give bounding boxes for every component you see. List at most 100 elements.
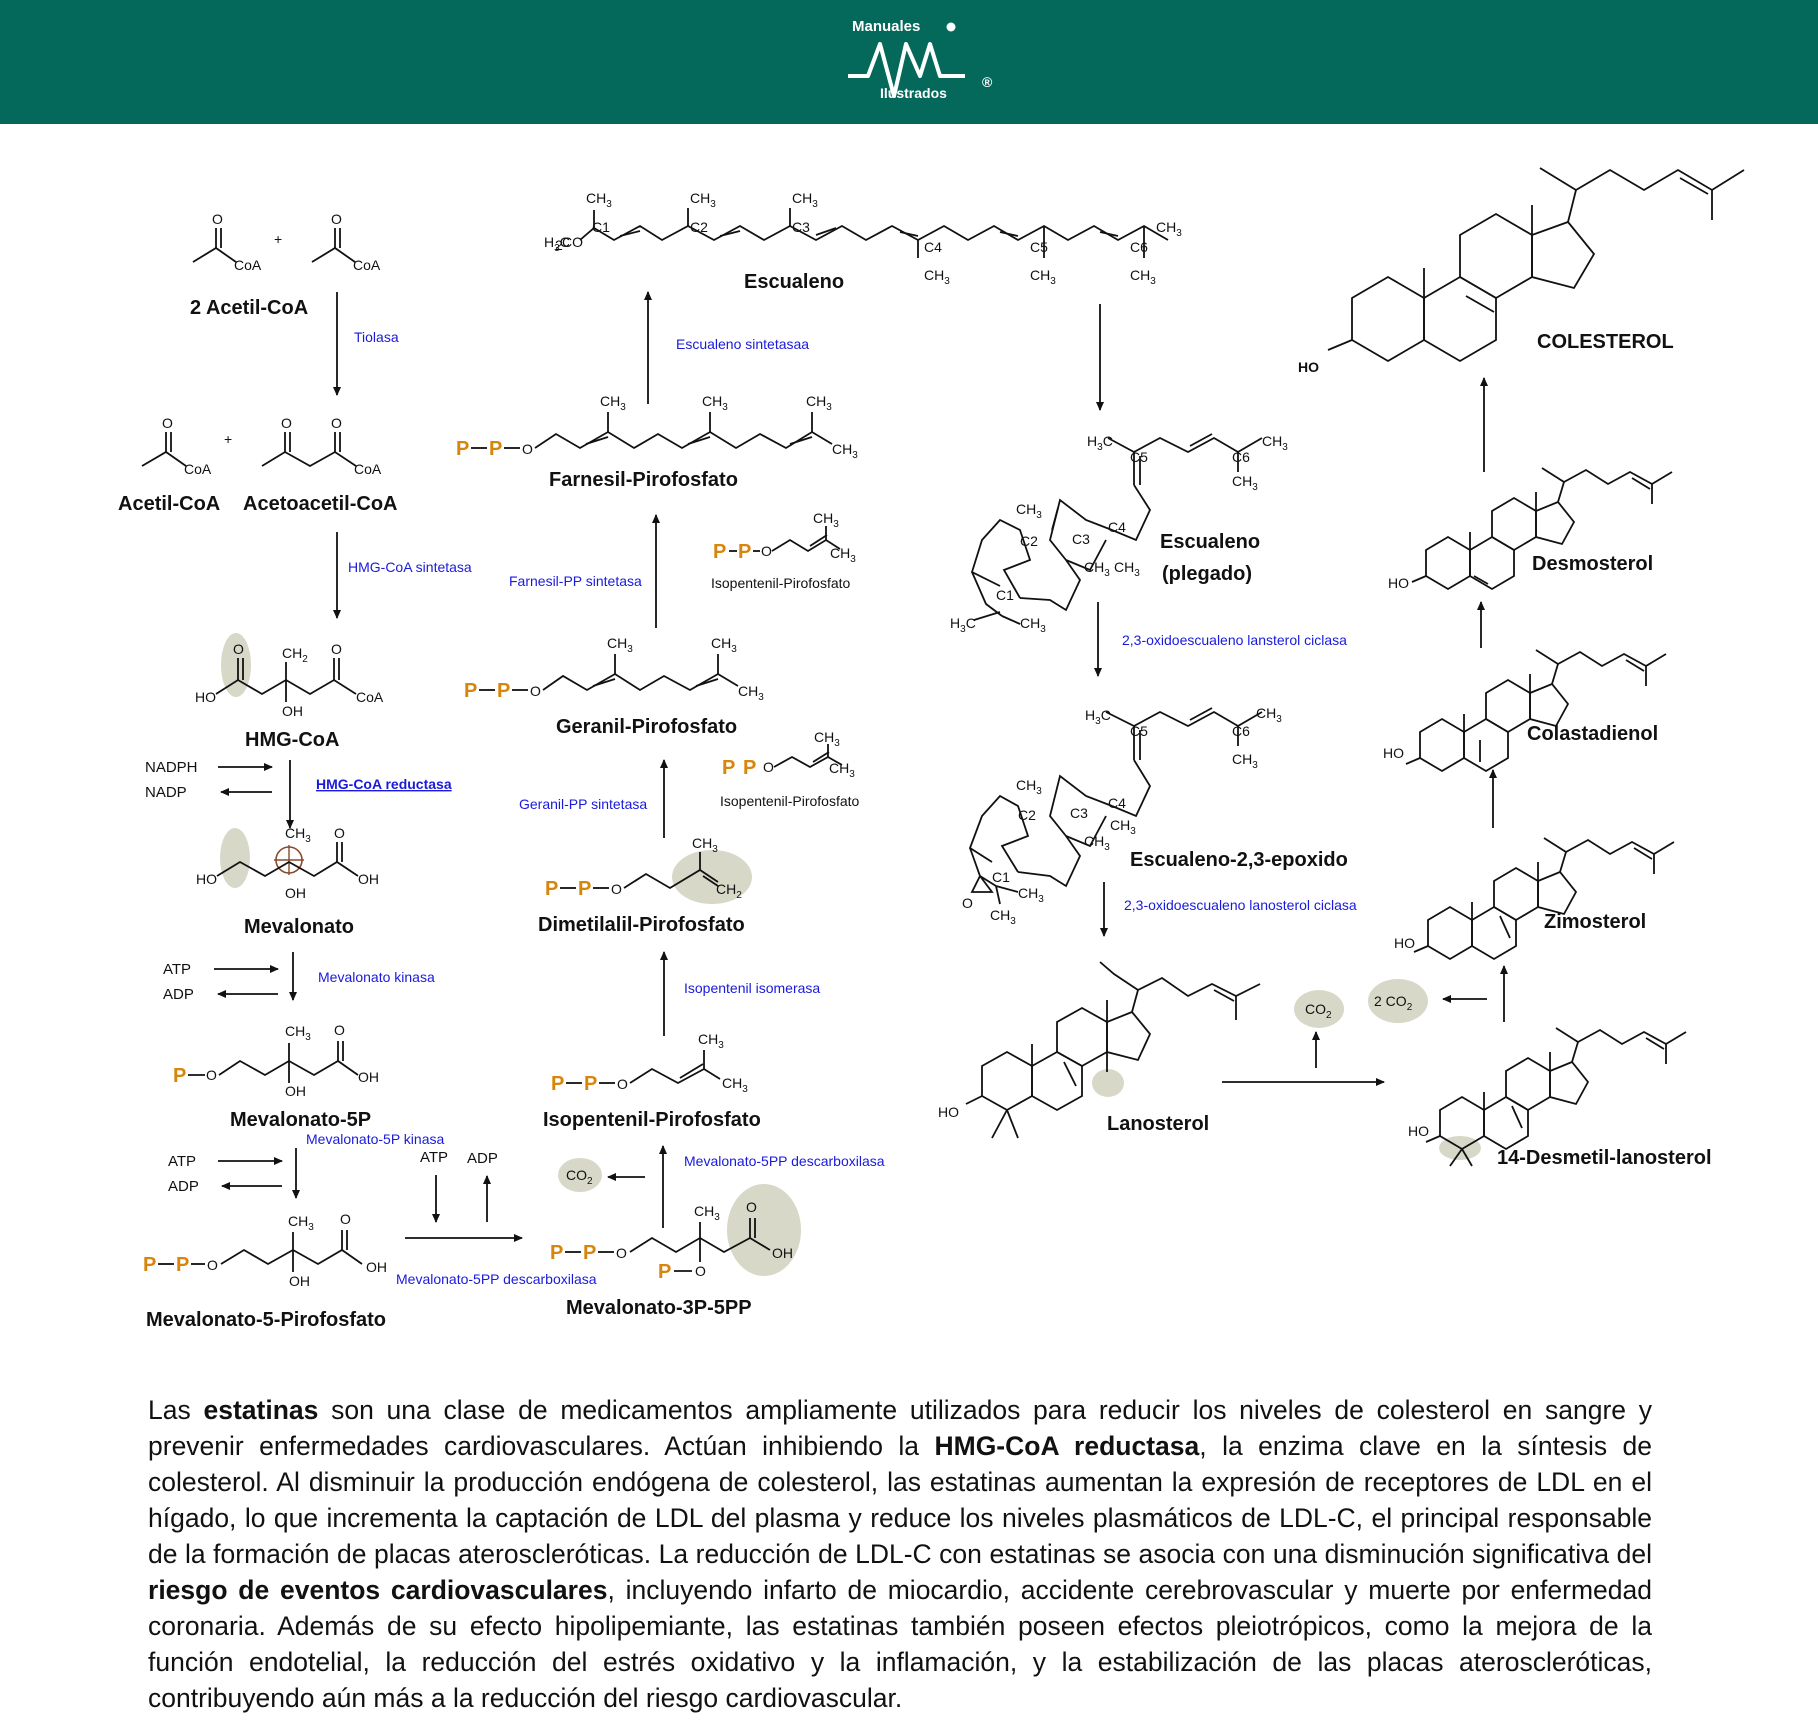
phosphate-p: P xyxy=(173,1065,186,1087)
atom-c4: C4 xyxy=(1108,795,1126,811)
atom-ch3: CH3 xyxy=(1084,833,1110,853)
epoxido-structure: H3C CH3 CH3 O CH3 CH3 CH3 CH3 CH3 C2 C3 … xyxy=(962,705,1282,927)
atom-oh: OH xyxy=(358,871,379,887)
phosphate-p: P xyxy=(489,438,502,460)
colesterol-structure: HO xyxy=(1298,167,1745,375)
atom-ch3: CH3 xyxy=(832,441,858,461)
phosphate-p: P xyxy=(497,680,510,702)
compound-2-acetil-coa: 2 Acetil-CoA xyxy=(190,297,308,319)
atom-ch3: CH2 xyxy=(282,645,308,665)
phosphate-p: P xyxy=(743,757,756,779)
enzyme-tiolasa: Tiolasa xyxy=(354,329,399,345)
label-isopentenil-pirofosfato-small: Isopentenil-Pirofosfato xyxy=(720,793,860,809)
zimosterol-structure: HO xyxy=(1394,837,1675,961)
isopentenil-pp-structure: P P O CH3 CH3 xyxy=(551,1031,748,1095)
phosphate-p: P xyxy=(464,680,477,702)
enzyme-mevalonato-5pp-descarboxilasa: Mevalonato-5PP descarboxilasa xyxy=(396,1271,597,1287)
atom-oh: OH xyxy=(285,1083,306,1099)
enzyme-hmg-coa-reductasa: HMG-CoA reductasa xyxy=(316,776,452,792)
hmg-coa-structure: O O HO CH2 OH CoA xyxy=(195,633,384,719)
atom-ho: HO xyxy=(1408,1123,1429,1139)
atom-o: O xyxy=(522,441,533,457)
mevalonato-5pp-structure: P P O O CH3 OH OH xyxy=(143,1211,387,1289)
phosphate-p: P xyxy=(545,878,558,900)
atom-ch3: CH3 xyxy=(1232,751,1258,771)
phosphate-p: P xyxy=(738,541,751,563)
atom-o: O xyxy=(334,825,345,841)
compound-escualeno: Escualeno xyxy=(744,271,844,293)
compound-escualeno-epoxido: Escualeno-2,3-epoxido xyxy=(1130,849,1348,871)
enzyme-mevalonato-5p-kinasa: Mevalonato-5P kinasa xyxy=(306,1131,444,1147)
phosphate-p: P xyxy=(578,878,591,900)
cofactor-nadph: NADPH xyxy=(145,759,198,776)
enzyme-geranil-pp-sintetasa: Geranil-PP sintetasa xyxy=(519,796,647,812)
ipp-small-structure: P P O CH3 CH3 xyxy=(722,729,855,780)
enzyme-mevalonato-5pp-descarboxilasa-2: Mevalonato-5PP descarboxilasa xyxy=(684,1153,885,1169)
colastadienol-structure: HO xyxy=(1383,649,1667,773)
atom-o: O xyxy=(746,1199,757,1215)
para-bold-hmg-coa-reductasa: HMG-CoA reductasa xyxy=(934,1431,1200,1461)
atom-ch3: CH3 xyxy=(600,393,626,413)
atom-ch3: CH3 xyxy=(694,1203,720,1223)
atom-ch3: CH3 xyxy=(722,1075,748,1095)
compound-geranil-pirofosfato: Geranil-Pirofosfato xyxy=(556,716,737,738)
atom-ch3: CH3 xyxy=(792,190,818,210)
cofactor-2co2: 2 CO2 xyxy=(1374,993,1413,1013)
label-isopentenil-pirofosfato-small: Isopentenil-Pirofosfato xyxy=(711,575,851,591)
compound-colesterol: COLESTEROL xyxy=(1537,331,1674,353)
escualeno-linear-structure: H3C 2 CO CH3 CH3 CH3 CH3 CH3 CH3 CH3 C1 … xyxy=(544,190,1182,287)
co2-bubble xyxy=(558,1158,602,1192)
logo-text-manuales: Manuales xyxy=(852,18,921,35)
compound-escualeno-plegado-line1: Escualeno xyxy=(1160,531,1260,553)
atom-coa: CoA xyxy=(234,257,262,273)
compound-zimosterol: Zimosterol xyxy=(1544,911,1646,933)
compound-dimetilalil-pirofosfato: Dimetilalil-Pirofosfato xyxy=(538,914,745,936)
atom-ch2: CH2 xyxy=(716,881,742,901)
enzyme-escualeno-sintetasa: Escualeno sintetasaa xyxy=(676,336,809,352)
atom-ch3: CH3 xyxy=(607,635,633,655)
atom-ch3: CH3 xyxy=(711,635,737,655)
compound-mevalonato: Mevalonato xyxy=(244,916,354,938)
cofactor-adp: ADP xyxy=(467,1150,498,1167)
enzyme-oxidoescualeno-ciclasa-2: 2,3-oxidoescualeno lanosterol ciclasa xyxy=(1124,897,1357,913)
atom-ho: HO xyxy=(195,689,216,705)
compound-lanosterol: Lanosterol xyxy=(1107,1113,1209,1135)
atom-ch3: CH3 xyxy=(698,1031,724,1051)
compound-hmg-coa: HMG-CoA xyxy=(245,729,339,751)
atom-ch3: CH3 xyxy=(288,1213,314,1233)
atom-ch3: CH3 xyxy=(1016,777,1042,797)
phosphate-p: P xyxy=(551,1073,564,1095)
atom-ch3: CH3 xyxy=(1256,705,1282,725)
lanosterol-structure: HO xyxy=(938,961,1261,1139)
atom-o: O xyxy=(281,415,292,431)
escualeno-plegado-structure: H3C CH3 CH3 H3C CH3 CH3 CH3 CH3 C2 C3 C4… xyxy=(950,433,1288,635)
statins-description-paragraph: Las estatinas son una clase de medicamen… xyxy=(148,1392,1652,1716)
atom-coa: CoA xyxy=(356,689,384,705)
enzyme-mevalonato-kinasa: Mevalonato kinasa xyxy=(318,969,435,985)
enzyme-farnesil-pp-sintetasa: Farnesil-PP sintetasa xyxy=(509,573,642,589)
atom-ch3: CH3 xyxy=(813,510,839,530)
atom-c1: C1 xyxy=(996,587,1014,603)
para-text: , incluyendo infarto de miocardio, accid… xyxy=(148,1575,1652,1713)
atom-c3: C3 xyxy=(1070,805,1088,821)
atom-oh: OH xyxy=(366,1259,387,1275)
atom-h3c: H3C xyxy=(1085,707,1111,727)
atom-o: O xyxy=(530,683,541,699)
para-bold-riesgo: riesgo de eventos cardiovasculares xyxy=(148,1575,608,1605)
cofactor-co2: CO2 xyxy=(1305,1001,1332,1021)
cofactor-nadp: NADP xyxy=(145,784,187,801)
compound-acetoacetil-coa: Acetoacetil-CoA xyxy=(243,493,397,515)
atom-c4: C4 xyxy=(924,239,942,255)
atom-coa: CoA xyxy=(354,461,382,477)
atom-oh: OH xyxy=(772,1245,793,1261)
atom-o: O xyxy=(617,1076,628,1092)
logo-registered-mark: ® xyxy=(982,74,993,90)
atom-coa: CoA xyxy=(184,461,212,477)
compound-farnesil-pirofosfato: Farnesil-Pirofosfato xyxy=(549,469,738,491)
atom-c6: C6 xyxy=(1232,723,1250,739)
atom-c5: C5 xyxy=(1130,723,1148,739)
phosphate-p: P xyxy=(176,1254,189,1276)
enzyme-isopentenil-isomerasa: Isopentenil isomerasa xyxy=(684,980,820,996)
atom-o: O xyxy=(616,1245,627,1261)
atom-ho: HO xyxy=(196,871,217,887)
